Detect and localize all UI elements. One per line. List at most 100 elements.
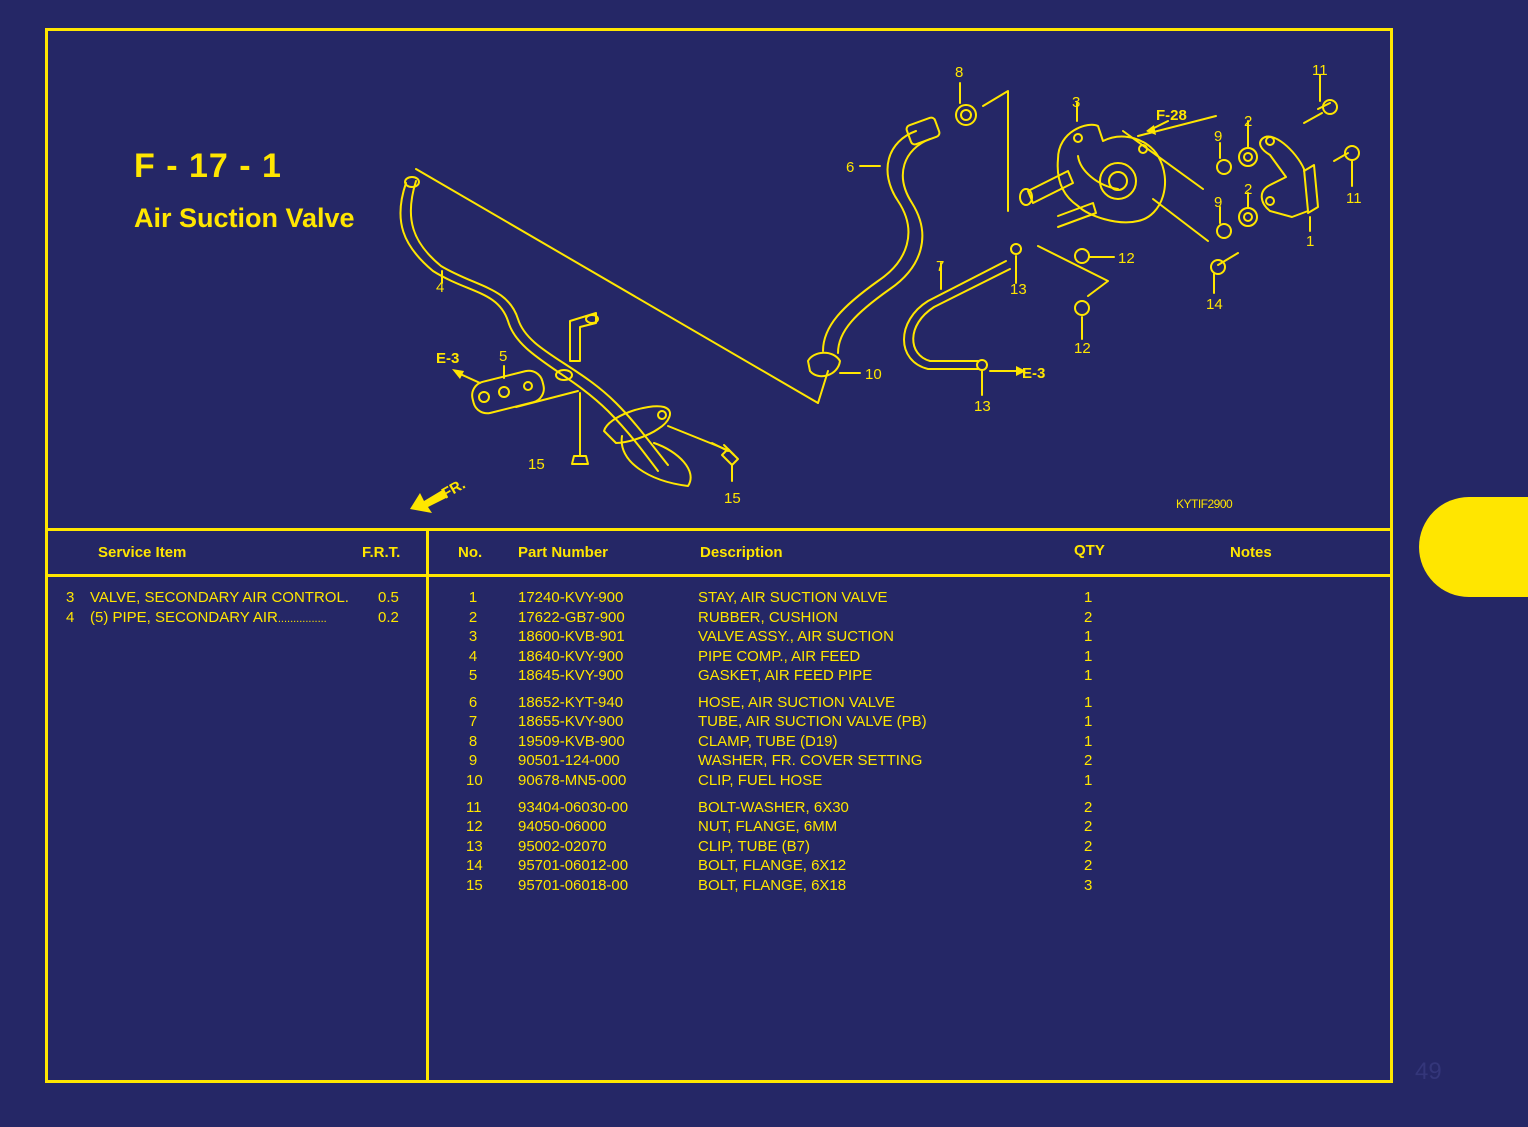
service-item: (5) PIPE, SECONDARY AIR................ bbox=[90, 609, 327, 626]
part-number: 18640-KVY-900 bbox=[518, 648, 624, 665]
callout-3: 3 bbox=[1072, 94, 1080, 111]
callout-12b: 12 bbox=[1074, 340, 1091, 357]
part-no: 15 bbox=[466, 877, 483, 894]
air-feed-pipe bbox=[399, 182, 659, 472]
part-no: 8 bbox=[468, 733, 478, 750]
part-no: 10 bbox=[466, 772, 483, 789]
header-frt: F.R.T. bbox=[362, 544, 401, 561]
callout-12: 12 bbox=[1118, 250, 1135, 267]
callout-13: 13 bbox=[1010, 281, 1027, 298]
part-qty: 3 bbox=[1084, 877, 1093, 894]
part-no: 11 bbox=[466, 799, 482, 816]
section-title: Air Suction Valve bbox=[134, 203, 355, 233]
service-item: VALVE, SECONDARY AIR CONTROL. bbox=[90, 589, 349, 606]
part-description: RUBBER, CUSHION bbox=[698, 609, 839, 626]
part-number: 18652-KYT-940 bbox=[518, 694, 624, 711]
part-number: 17622-GB7-900 bbox=[518, 609, 625, 626]
page-number: 49 bbox=[1415, 1058, 1442, 1085]
part-description: CLIP, TUBE (B7) bbox=[698, 838, 810, 855]
part-qty: 1 bbox=[1084, 713, 1093, 730]
air-suction-tube bbox=[903, 260, 1007, 370]
divider-top bbox=[48, 528, 1390, 531]
part-no: 12 bbox=[466, 818, 483, 835]
diagram-id: KYTIF2900 bbox=[1176, 497, 1233, 511]
header-part-number: Part Number bbox=[518, 544, 609, 561]
part-number: 18645-KVY-900 bbox=[518, 667, 624, 684]
part-no: 14 bbox=[466, 857, 483, 874]
air-suction-hose bbox=[822, 130, 917, 352]
callout-6: 6 bbox=[846, 159, 854, 176]
callout-2b: 2 bbox=[1244, 181, 1252, 198]
service-ref: 4 bbox=[66, 609, 75, 626]
header-description: Description bbox=[700, 544, 783, 561]
part-description: STAY, AIR SUCTION VALVE bbox=[698, 589, 888, 606]
part-qty: 1 bbox=[1084, 667, 1093, 684]
part-qty: 1 bbox=[1084, 733, 1093, 750]
part-qty: 1 bbox=[1084, 648, 1093, 665]
part-number: 94050-06000 bbox=[518, 818, 607, 835]
callout-11: 11 bbox=[1312, 62, 1328, 79]
part-no: 2 bbox=[468, 609, 478, 626]
part-qty: 2 bbox=[1084, 609, 1093, 626]
callout-2: 2 bbox=[1244, 113, 1252, 130]
parts-catalog-frame: F - 17 - 1 Air Suction Valve bbox=[45, 28, 1393, 1083]
part-number: 93404-06030-00 bbox=[518, 799, 629, 816]
part-description: TUBE, AIR SUCTION VALVE (PB) bbox=[698, 713, 927, 730]
callout-14: 14 bbox=[1206, 296, 1223, 313]
header-no: No. bbox=[458, 544, 483, 561]
exploded-diagram: F - 17 - 1 Air Suction Valve bbox=[48, 31, 1390, 528]
part-qty: 1 bbox=[1084, 589, 1093, 606]
part-description: PIPE COMP., AIR FEED bbox=[698, 648, 861, 665]
part-qty: 2 bbox=[1084, 838, 1093, 855]
part-description: BOLT, FLANGE, 6X18 bbox=[698, 877, 847, 894]
part-qty: 1 bbox=[1084, 628, 1093, 645]
part-number: 90678-MN5-000 bbox=[518, 772, 627, 789]
part-description: CLAMP, TUBE (D19) bbox=[698, 733, 838, 750]
callout-7: 7 bbox=[936, 258, 944, 275]
air-suction-valve bbox=[1056, 123, 1167, 224]
section-code: F - 17 - 1 bbox=[134, 147, 282, 185]
callout-9b: 9 bbox=[1214, 194, 1222, 211]
part-qty: 1 bbox=[1084, 772, 1093, 789]
section-tab[interactable] bbox=[1419, 497, 1528, 597]
part-number: 18600-KVB-901 bbox=[518, 628, 625, 645]
part-no: 9 bbox=[468, 752, 478, 769]
part-qty: 2 bbox=[1084, 818, 1093, 835]
divider-vertical bbox=[426, 531, 429, 1080]
part-qty: 2 bbox=[1084, 857, 1093, 874]
part-description: CLIP, FUEL HOSE bbox=[698, 772, 823, 789]
stay-bracket bbox=[1259, 135, 1309, 218]
part-qty: 2 bbox=[1084, 752, 1093, 769]
service-frt: 0.2 bbox=[378, 609, 399, 626]
part-number: 17240-KVY-900 bbox=[518, 589, 624, 606]
callout-4: 4 bbox=[436, 279, 444, 296]
service-frt: 0.5 bbox=[378, 589, 399, 606]
part-qty: 1 bbox=[1084, 694, 1093, 711]
part-number: 95002-02070 bbox=[518, 838, 607, 855]
header-service-item: Service Item bbox=[98, 544, 187, 561]
part-description: GASKET, AIR FEED PIPE bbox=[698, 667, 873, 684]
front-arrow bbox=[410, 489, 448, 513]
part-no: 5 bbox=[468, 667, 478, 684]
part-no: 7 bbox=[468, 713, 478, 730]
part-description: BOLT-WASHER, 6X30 bbox=[698, 799, 849, 816]
diagram-drawing: 1 2 2 3 4 5 6 7 8 9 9 10 11 11 12 12 13 … bbox=[399, 62, 1362, 513]
callout-15: 15 bbox=[528, 456, 545, 473]
callout-1: 1 bbox=[1306, 233, 1314, 250]
part-description: BOLT, FLANGE, 6X12 bbox=[698, 857, 847, 874]
header-notes: Notes bbox=[1230, 544, 1272, 561]
tube-clamp bbox=[955, 104, 977, 126]
part-number: 19509-KVB-900 bbox=[518, 733, 625, 750]
part-description: HOSE, AIR SUCTION VALVE bbox=[698, 694, 895, 711]
callout-9: 9 bbox=[1214, 128, 1222, 145]
ref-e3-right: E-3 bbox=[1022, 365, 1045, 382]
part-no: 13 bbox=[466, 838, 483, 855]
part-number: 90501-124-000 bbox=[518, 752, 620, 769]
part-no: 3 bbox=[468, 628, 478, 645]
callout-5: 5 bbox=[499, 348, 507, 365]
divider-header bbox=[48, 574, 1390, 577]
callout-13b: 13 bbox=[974, 398, 991, 415]
callout-8: 8 bbox=[955, 64, 963, 81]
header-qty: QTY bbox=[1074, 542, 1105, 559]
part-no: 4 bbox=[468, 648, 478, 665]
